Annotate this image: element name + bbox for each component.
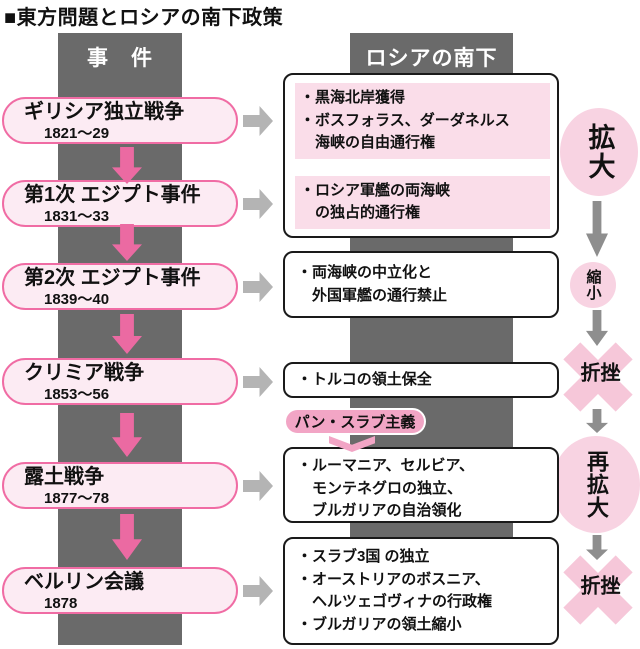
russia-column-header: ロシアの南下 (365, 47, 498, 70)
event-years: 1853〜56 (44, 386, 110, 403)
status-label: 挫折 (577, 362, 619, 383)
outcome-line: 海峡の自由通行権 (300, 134, 436, 151)
outcome-line: モンテネグロの独立、 (297, 479, 463, 497)
outcome-highlight-section: ・黒海北岸獲得 ・ボスフォラス、ダーダネルス 海峡の自由通行権 (295, 83, 550, 159)
event-second-egypt-incident: 第2次 エジプト事件 1839〜40 (2, 263, 238, 310)
outcome-line: ・ボスフォラス、ダーダネルス (300, 111, 510, 129)
page-title: ■東方問題とロシアの南下政策 (4, 7, 284, 29)
event-name: ギリシア独立戦争 (24, 101, 184, 123)
status-contraction: 縮小 (570, 262, 616, 308)
outcome-line: ヘルツェゴヴィナの行政権 (297, 593, 493, 610)
status-re-expansion: 再拡大 (552, 436, 640, 533)
status-setback-1: 挫折 (563, 342, 633, 412)
event-name: クリミア戦争 (24, 362, 144, 384)
outcome-line: ・ルーマニア、セルビア、 (297, 457, 475, 474)
event-name: 第2次 エジプト事件 (24, 267, 201, 289)
status-down-arrow-icon (586, 201, 608, 257)
event-greek-independence-war: ギリシア独立戦争 1821〜29 (2, 97, 238, 144)
status-down-arrow-icon (586, 535, 608, 560)
outcome-box-balkan-independence: ・ルーマニア、セルビア、 モンテネグロの独立、 ブルガリアの自治領化 (283, 447, 559, 523)
events-column-header: 事 件 (87, 47, 153, 70)
event-russo-turkish-war: 露土戦争 1877〜78 (2, 462, 238, 509)
outcome-line: ・ブルガリアの領土縮小 (297, 615, 462, 633)
event-crimean-war: クリミア戦争 1853〜56 (2, 358, 238, 405)
leads-to-arrow-icon (243, 576, 273, 606)
event-years: 1821〜29 (44, 125, 110, 142)
outcome-line: ブルガリアの自治領化 (297, 502, 462, 519)
pan-slavism-label: パン・スラブ主義 (284, 408, 426, 435)
status-label: 縮小 (584, 269, 602, 301)
status-label: 挫折 (577, 575, 619, 596)
leads-to-arrow-icon (243, 367, 273, 397)
outcome-line: 外国軍艦の通行禁止 (297, 286, 448, 304)
event-name: 露土戦争 (24, 466, 104, 488)
outcome-highlight-section: ・ロシア軍艦の両海峡 の独占的通行権 (295, 175, 550, 229)
outcome-line: ・黒海北岸獲得 (300, 89, 406, 106)
event-years: 1839〜40 (44, 291, 110, 308)
leads-to-arrow-icon (243, 272, 273, 302)
outcome-line: ・両海峡の中立化と (297, 264, 433, 281)
event-name: 第1次 エジプト事件 (24, 184, 201, 206)
event-berlin-congress: ベルリン会議 1878 (2, 567, 238, 614)
event-years: 1878 (44, 595, 78, 612)
leads-to-arrow-icon (243, 106, 273, 136)
outcome-line: ・ロシア軍艦の両海峡 (300, 181, 451, 199)
leads-to-arrow-icon (243, 471, 273, 501)
status-setback-2: 挫折 (563, 555, 633, 625)
status-down-arrow-icon (586, 310, 608, 346)
event-years: 1877〜78 (44, 490, 110, 507)
outcome-line: ・オーストリアのボスニア、 (297, 570, 490, 588)
status-expansion: 拡大 (560, 108, 638, 196)
status-label: 拡大 (584, 123, 615, 181)
event-first-egypt-incident: 第1次 エジプト事件 1831〜33 (2, 180, 238, 227)
outcome-box-berlin-results: ・スラブ3国 の独立 ・オーストリアのボスニア、 ヘルツェゴヴィナの行政権 ・ブ… (283, 537, 559, 645)
status-down-arrow-icon (586, 409, 608, 433)
outcome-box-straits-rights: ・黒海北岸獲得 ・ボスフォラス、ダーダネルス 海峡の自由通行権 ・ロシア軍艦の両… (283, 73, 559, 238)
outcome-box-neutralization: ・両海峡の中立化と 外国軍艦の通行禁止 (283, 251, 559, 318)
outcome-line: の独占的通行権 (300, 204, 421, 221)
event-name: ベルリン会議 (24, 571, 144, 593)
leads-to-arrow-icon (243, 189, 273, 219)
outcome-line: ・スラブ3国 の独立 (297, 548, 430, 565)
outcome-line: ・トルコの領土保全 (297, 371, 432, 388)
status-label: 再拡大 (584, 450, 609, 519)
outcome-box-turkey-integrity: ・トルコの領土保全 (283, 362, 559, 398)
event-years: 1831〜33 (44, 208, 110, 225)
